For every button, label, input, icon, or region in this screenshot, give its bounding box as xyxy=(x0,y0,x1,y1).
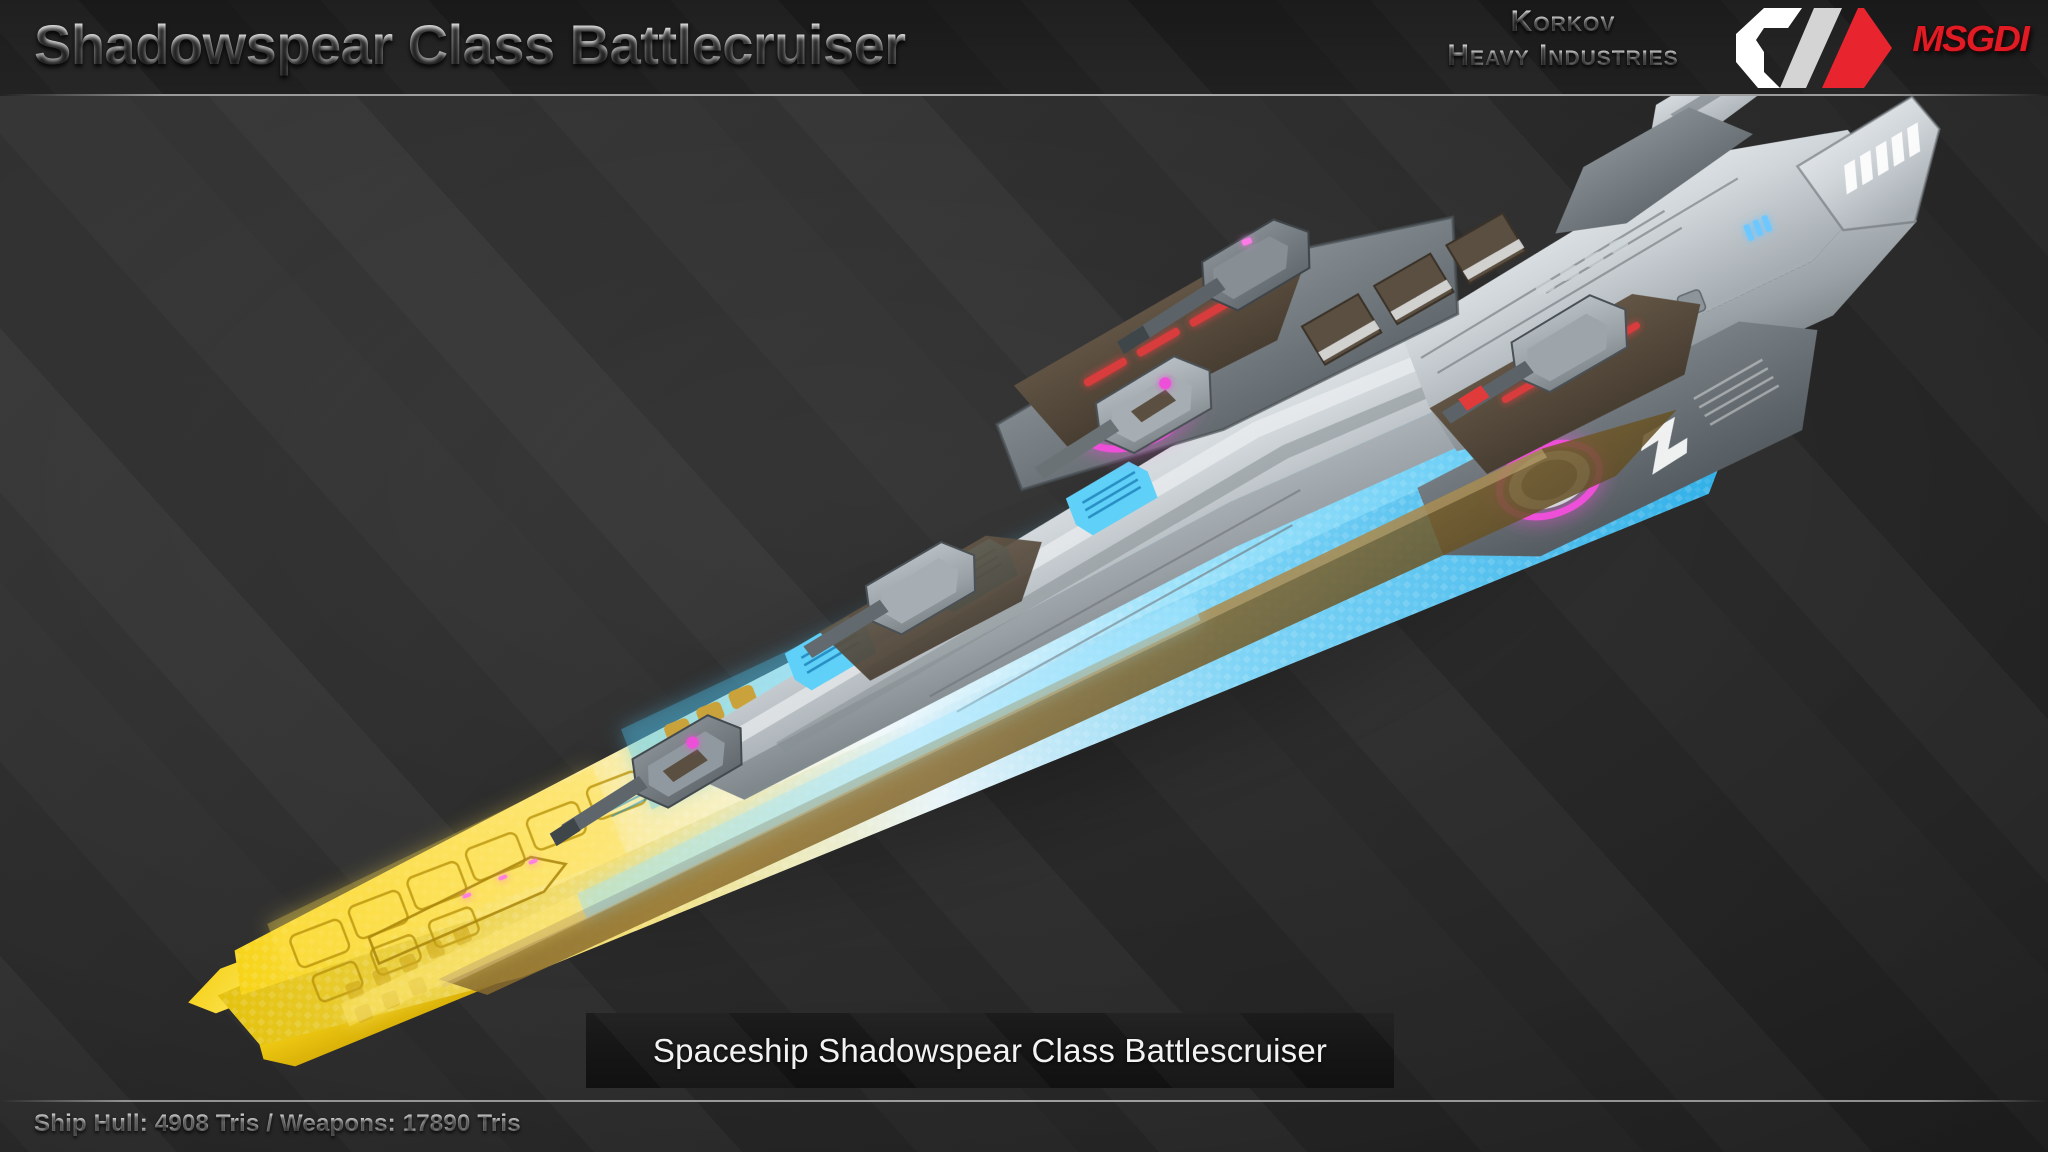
header-stripes xyxy=(0,0,2048,96)
caption-bar: Spaceship Shadowspear Class Battlescruis… xyxy=(586,1013,1394,1088)
korkov-logo-white-glyph xyxy=(1736,8,1802,88)
brand-block: Korkov Heavy Industries xyxy=(1413,6,1713,71)
hull-greeble-blocks xyxy=(1535,237,1629,295)
underhull-glow-strip xyxy=(340,596,1201,1027)
turret-mid-port xyxy=(803,540,977,659)
msgdi-watermark: MSGDI xyxy=(1912,18,2031,59)
korkov-logo-gray-slash xyxy=(1780,8,1842,88)
bow-dorsal-fin-slot xyxy=(1670,96,1817,122)
stern-indicator-lights xyxy=(462,858,538,899)
hangar-hatches xyxy=(1300,211,1528,367)
bow-wing-outline xyxy=(1795,96,1941,232)
brand-name-line1: Korkov xyxy=(1413,6,1713,38)
turret-dorsal-fore xyxy=(1117,218,1311,355)
caption-stripes xyxy=(586,1013,1394,1088)
footer-divider xyxy=(0,1100,2048,1102)
page-title: Shadowspear Class Battlecruiser xyxy=(34,13,906,76)
spaceship-render xyxy=(0,96,2048,1100)
ventral-louvers xyxy=(1693,358,1780,426)
bow-status-light xyxy=(1743,215,1773,242)
turret-dorsal-mid xyxy=(1034,355,1213,480)
superstructure-groove xyxy=(776,367,1473,752)
turret-ventral-fore xyxy=(1441,294,1628,424)
brand-name-line2: Heavy Industries xyxy=(1413,39,1713,72)
bow-fin-root xyxy=(1555,107,1753,234)
ship-vector-artwork xyxy=(188,96,1941,1067)
superstructure-ridge xyxy=(729,330,1480,744)
tri-count-stats: Ship Hull: 4908 Tris / Weapons: 17890 Tr… xyxy=(34,1110,521,1137)
ventral-keel-beam xyxy=(438,409,1677,995)
caption-label: Spaceship Shadowspear Class Battlescruis… xyxy=(652,1031,1328,1069)
superstructure-side xyxy=(705,302,1645,800)
header-bar: Shadowspear Class Battlecruiser Korkov H… xyxy=(0,0,2048,96)
korkov-logo-icon xyxy=(1736,8,1892,88)
header-divider xyxy=(0,94,2048,96)
bow-hash-markings xyxy=(1844,122,1921,195)
korkov-logo-red-shape xyxy=(1822,8,1892,88)
weapon-bay-dorsal xyxy=(1013,264,1302,447)
turret-aft-port xyxy=(549,714,743,847)
